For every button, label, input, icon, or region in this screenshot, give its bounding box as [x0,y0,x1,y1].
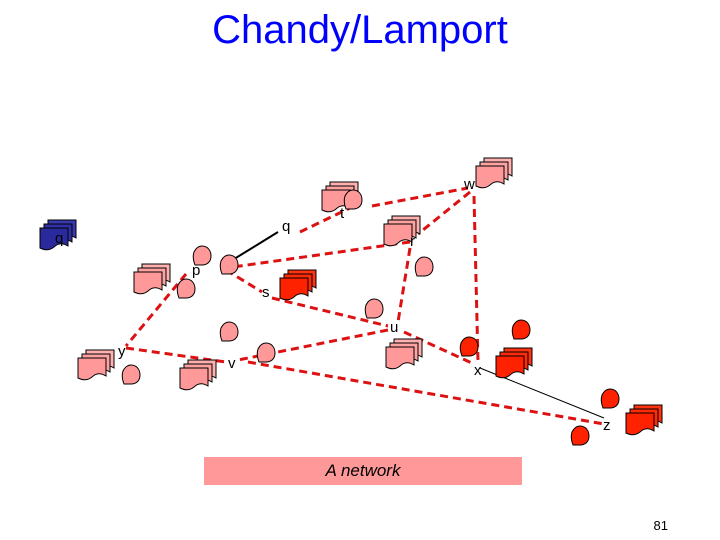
channels [124,186,605,426]
message-icon [414,256,434,277]
channel-r-p [225,240,411,270]
caption-text: A network [325,461,401,480]
message-icon [600,388,620,409]
channel-w-r [417,190,471,236]
node-label: s [262,284,270,301]
process-u-shape [385,338,423,370]
processes [39,157,663,446]
process-y-shape [77,349,115,381]
node-label: z [603,417,611,434]
channel-q-t [299,206,351,234]
message-icon [511,319,531,340]
channel-s-u [271,296,389,328]
channel-r-u [396,247,412,323]
node-label: w [463,176,475,193]
node-label: q [282,218,290,235]
node-label: q [55,230,63,247]
message-icon [459,336,479,357]
message-icon [256,342,276,363]
process-z-shape [625,404,663,436]
process-w-shape [475,157,513,189]
message-icon [176,278,196,299]
process-s-shape [279,269,317,301]
network-caption: A network [204,457,522,485]
node-label: u [390,319,398,336]
message-icon [570,425,590,446]
node-label: p [192,262,200,279]
channel-t-w [371,186,469,208]
page-number: 81 [653,518,668,533]
node-label: x [474,362,482,379]
node-label: t [340,205,345,222]
process-v-shape [179,359,217,391]
channel-v-z [247,360,605,426]
message-icon [121,364,141,385]
node-label: v [228,355,236,372]
slide-title: Chandy/Lamport [212,8,508,52]
node-label: r [410,233,415,250]
message-icon [343,189,363,210]
message-icon [219,321,239,342]
node-labels: q q p t w r s u y v x z [55,176,611,434]
process-x-shape [495,347,533,379]
channel-w-x [472,195,480,363]
message-icon [364,298,384,319]
channel-p-y [124,273,188,347]
process-p-shape [133,263,171,295]
node-label: y [118,343,126,360]
message-icon [219,254,239,275]
